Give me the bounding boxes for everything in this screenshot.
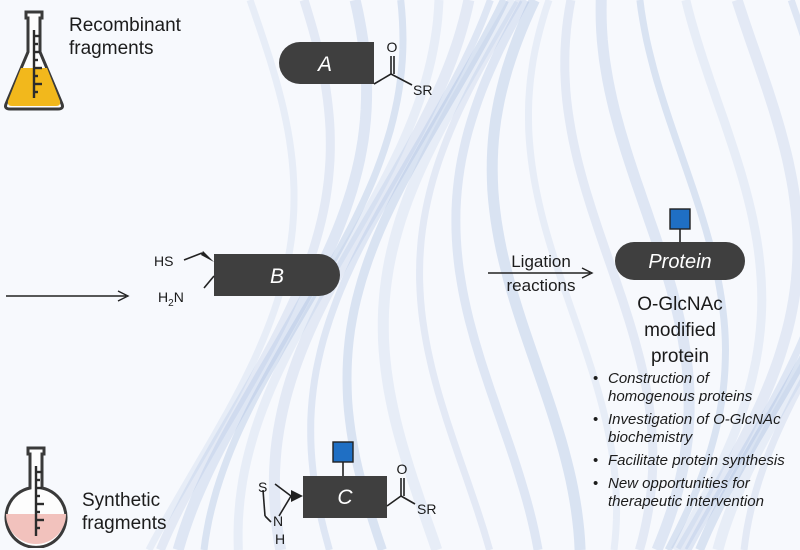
application-item: New opportunities for therapeutic interv… xyxy=(588,475,788,511)
wave-stripe xyxy=(307,0,494,550)
fragment-a-carbonyl-oxygen: O xyxy=(387,39,398,55)
glcnac-square-icon xyxy=(332,441,354,463)
modified-protein: Protein xyxy=(615,208,745,280)
fragment-c-thioester-sr: SR xyxy=(417,501,436,517)
fragment-c-letter: C xyxy=(337,486,353,509)
ligation-arrow xyxy=(488,267,594,279)
fragment-c-ring-hydrogen: H xyxy=(275,531,285,547)
fragment-c: C S N H O SR xyxy=(258,441,436,547)
fragment-b: B HS H2N xyxy=(154,251,340,309)
ligation-reactions-label: Ligation reactions xyxy=(506,252,576,295)
fragments-arrow xyxy=(6,290,130,302)
glcnac-square-icon xyxy=(669,208,691,230)
application-item: Construction of homogenous proteins xyxy=(588,370,788,406)
recombinant-fragments-label: Recombinant fragments xyxy=(69,15,181,59)
fragment-a-thioester-sr: SR xyxy=(413,82,432,98)
applications-list: Construction of homogenous proteins Inve… xyxy=(588,370,788,516)
fragment-a-letter: A xyxy=(316,53,332,76)
wave-stripe xyxy=(416,0,523,550)
protein-label: Protein xyxy=(648,251,711,273)
wave-stripe xyxy=(451,0,543,550)
wave-stripe xyxy=(486,0,586,550)
fragment-b-thiol: HS xyxy=(154,253,173,269)
application-item: Investigation of O-GlcNAc biochemistry xyxy=(588,411,788,447)
wave-stripe xyxy=(342,0,509,550)
erlenmeyer-flask-icon xyxy=(4,10,64,111)
wave-stripe xyxy=(377,0,519,550)
product-description: O-GlcNAc modified protein xyxy=(637,294,723,367)
fragment-c-carbonyl-oxygen: O xyxy=(397,461,408,477)
fragment-a: A O SR xyxy=(279,39,432,98)
synthetic-fragments-label: Synthetic fragments xyxy=(82,490,167,534)
fragment-c-ring-nitrogen: N xyxy=(273,513,283,529)
fragment-c-ring-sulfur: S xyxy=(258,479,267,495)
fragment-b-letter: B xyxy=(270,265,284,288)
application-item: Facilitate protein synthesis xyxy=(588,452,788,470)
fragment-b-amine: H2N xyxy=(158,289,184,309)
round-bottom-flask-icon xyxy=(4,446,68,548)
